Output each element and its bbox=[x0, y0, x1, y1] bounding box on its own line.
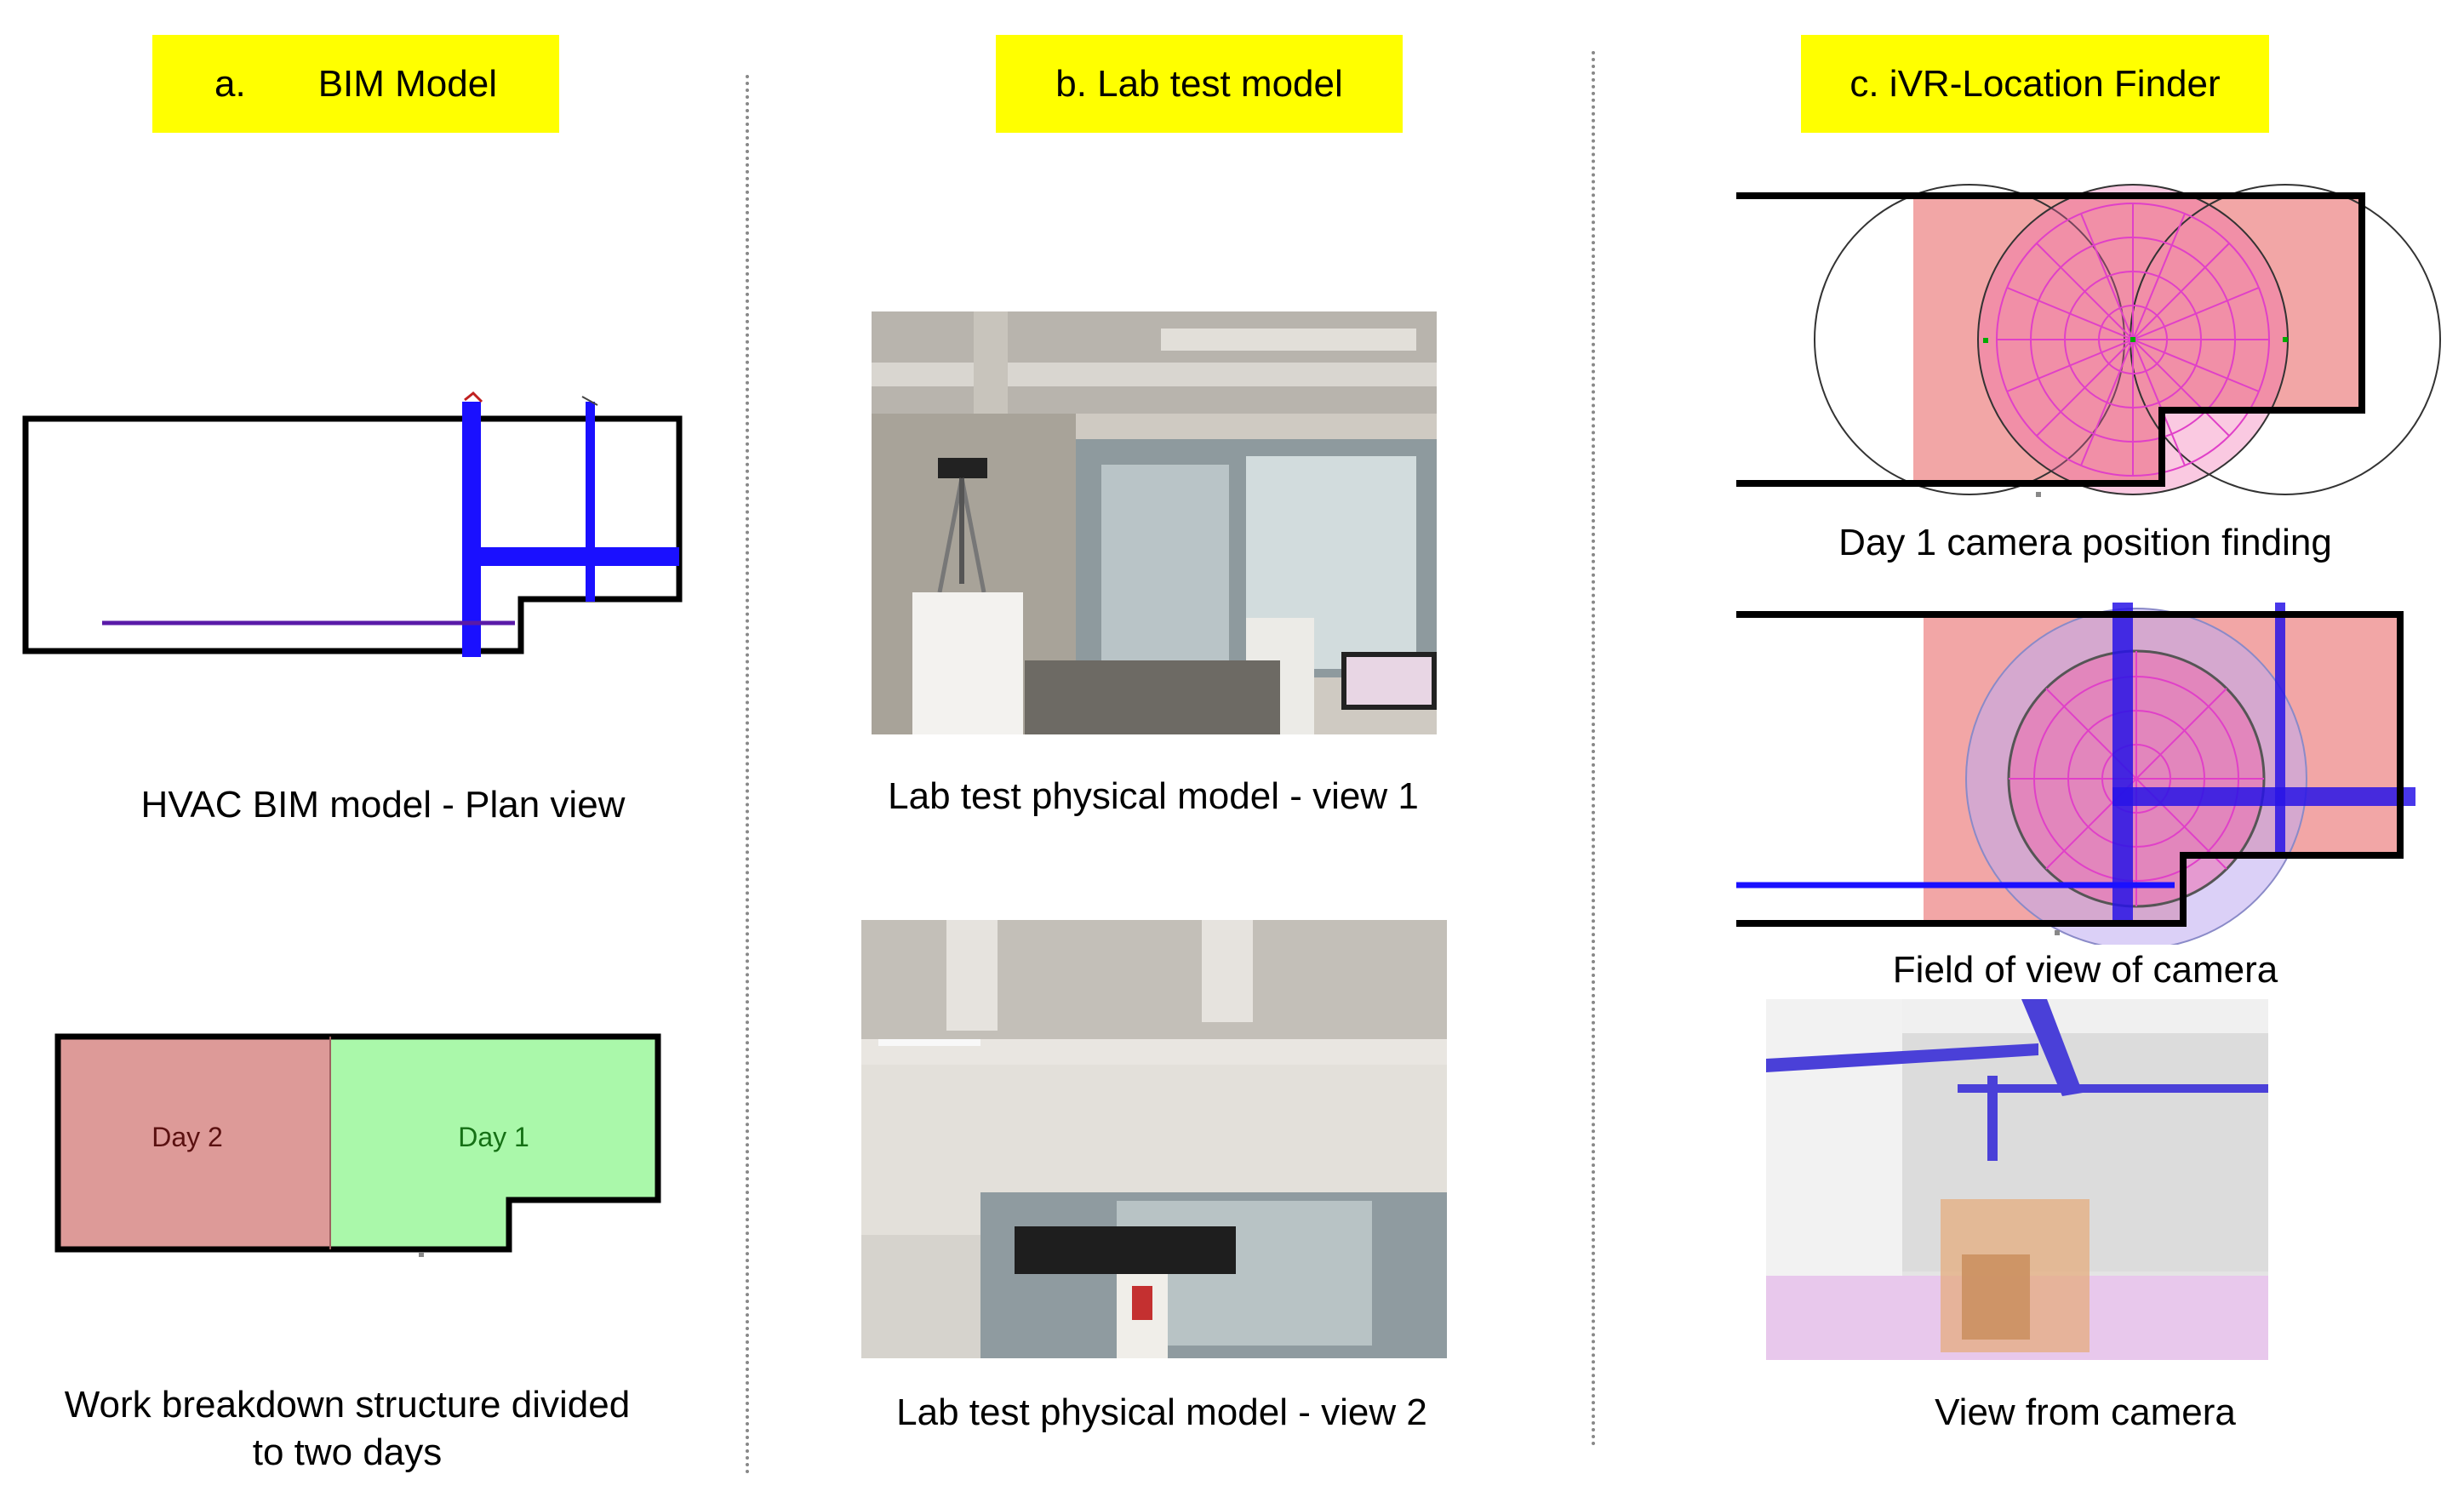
heading-ivr-location-finder: c. iVR-Location Finder bbox=[1801, 35, 2269, 133]
plan-duct-horizontal bbox=[462, 547, 679, 566]
room-outline-day1 bbox=[1736, 192, 2365, 487]
field-of-view-diagram bbox=[1728, 596, 2460, 945]
zone-outline bbox=[54, 1033, 661, 1253]
camera-position-finding-diagram bbox=[1728, 170, 2460, 506]
caption-camera-view: View from camera bbox=[1935, 1391, 2236, 1433]
caption-field-of-view: Field of view of camera bbox=[1892, 949, 2278, 991]
column-divider-left bbox=[746, 75, 749, 1475]
fov-duct-horizontal bbox=[2112, 787, 2415, 806]
lab-photo-view-2 bbox=[861, 920, 1447, 1358]
wbs-zone-diagram: Day 2 Day 1 bbox=[51, 1030, 672, 1268]
caption-wbs-line2: to two days bbox=[252, 1431, 443, 1473]
caption-day1-position: Day 1 camera position finding bbox=[1838, 522, 2332, 563]
fov-duct-vertical-1 bbox=[2112, 603, 2133, 926]
caption-wbs-line1: Work breakdown structure divided bbox=[64, 1384, 631, 1426]
heading-bim-model: a. BIM Model bbox=[152, 35, 559, 133]
heading-lab-test-model: b. Lab test model bbox=[996, 35, 1403, 133]
caption-lab-view-1: Lab test physical model - view 1 bbox=[888, 775, 1419, 817]
zone-day2 bbox=[58, 1037, 330, 1249]
camera-view-render bbox=[1766, 999, 2268, 1360]
lab-photo-view-1 bbox=[872, 311, 1437, 734]
caption-plan-view: HVAC BIM model - Plan view bbox=[140, 784, 626, 826]
room-outline-fov bbox=[1736, 611, 2404, 927]
heading-bim-model-text: BIM Model bbox=[317, 62, 497, 105]
zone-day2-label: Day 2 bbox=[151, 1122, 223, 1152]
column-divider-right bbox=[1592, 51, 1595, 1447]
fov-duct-vertical-2 bbox=[2275, 603, 2285, 854]
bim-plan-view bbox=[17, 391, 689, 664]
zone-day1 bbox=[330, 1037, 658, 1249]
plan-duct-vertical-1 bbox=[462, 402, 481, 657]
plan-room-outline bbox=[22, 415, 683, 654]
heading-letter-a: a. bbox=[214, 62, 246, 105]
zone-day1-label: Day 1 bbox=[458, 1122, 529, 1152]
plan-duct-vertical-2 bbox=[586, 402, 595, 602]
caption-lab-view-2: Lab test physical model - view 2 bbox=[896, 1391, 1427, 1433]
